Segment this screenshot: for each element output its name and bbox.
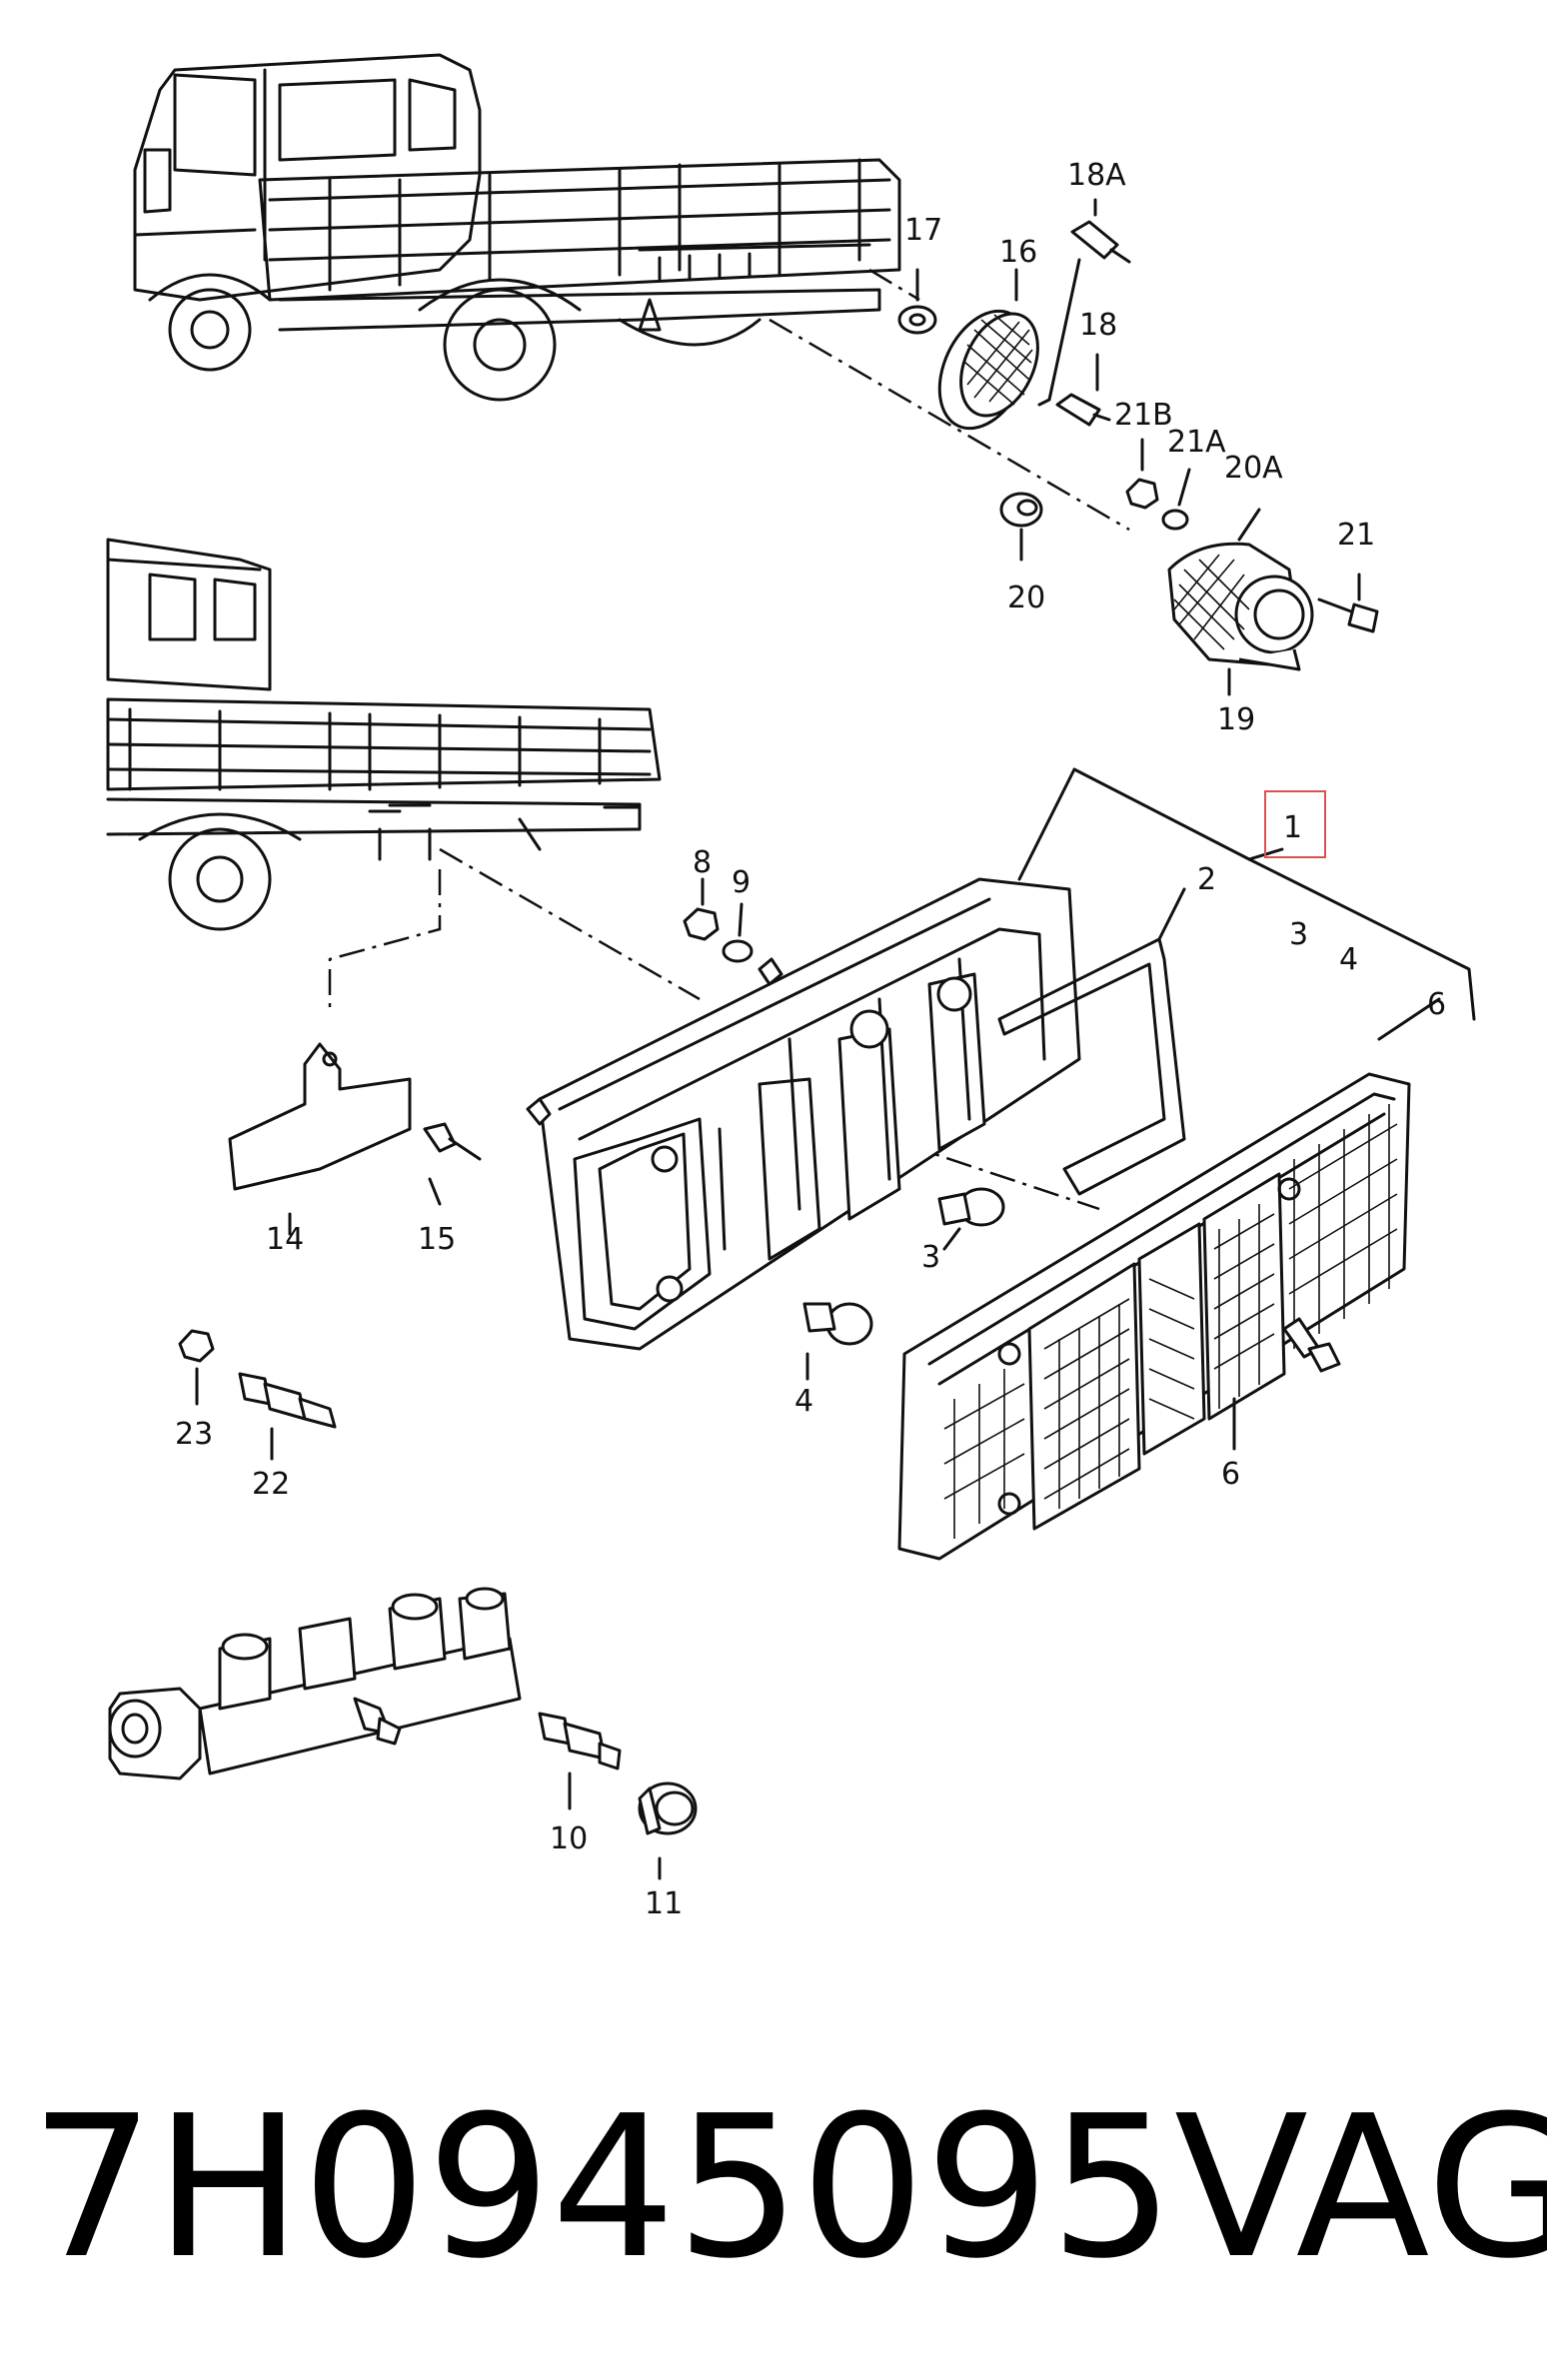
grommet-part-20 <box>999 492 1043 562</box>
callout-label: 19 <box>1217 702 1255 737</box>
callout-label: 8 <box>693 845 712 880</box>
bolt-part-15 <box>423 1122 482 1206</box>
leader-line <box>769 318 1130 532</box>
tail-lamp-housing <box>526 877 1081 1351</box>
callout-label: 18 <box>1079 308 1117 343</box>
callout-label-highlighted: 1 <box>1283 810 1302 845</box>
truck-middle-illustration <box>106 538 662 931</box>
group-bracket-line <box>1017 767 1476 1021</box>
callout-label: 3 <box>921 1240 940 1275</box>
callout-label: 20 <box>1007 581 1045 615</box>
leader-line <box>868 268 920 302</box>
washer-part-21a <box>1161 468 1191 531</box>
leader-line <box>858 1127 1100 1211</box>
callout-label: 21A <box>1167 425 1226 460</box>
callout-label: 22 <box>252 1467 290 1502</box>
cap-part-11 <box>638 1782 698 1880</box>
screw-part-18a <box>1070 198 1131 264</box>
bulb-part-4 <box>802 1302 873 1381</box>
callout-label: 6 <box>1221 1457 1240 1492</box>
callout-label: 4 <box>1339 942 1358 977</box>
switch-part-10 <box>538 1712 622 1810</box>
brake-master-cylinder <box>108 1587 522 1781</box>
callout-label: 14 <box>266 1222 304 1257</box>
nut-part-21b <box>1125 438 1159 510</box>
washer-part-17 <box>897 268 937 335</box>
callout-label: 2 <box>1197 862 1216 897</box>
reflector-part-16 <box>937 268 1039 431</box>
callout-label: 17 <box>904 213 942 248</box>
gasket-part-2 <box>997 887 1186 1196</box>
leader-line <box>439 847 701 1001</box>
round-lamp-part-19 <box>1167 508 1314 696</box>
callout-label: 10 <box>550 1821 588 1856</box>
bracket-line <box>1037 258 1081 407</box>
part-caption: 7H0945095 VAG <box>30 2074 1547 2302</box>
part-number: 7H0945095 <box>30 2074 1174 2302</box>
truck-top-illustration <box>133 53 901 402</box>
callout-label: 3 <box>1289 917 1308 952</box>
callout-label: 4 <box>794 1384 813 1419</box>
callout-label: 23 <box>175 1417 213 1452</box>
leader-line <box>328 869 442 1009</box>
washer-part-9 <box>722 902 754 963</box>
callout-label: 15 <box>418 1222 456 1257</box>
callout-label: 9 <box>732 865 751 900</box>
mounting-plate-part-14 <box>228 1042 412 1236</box>
callout-label: 11 <box>645 1886 683 1921</box>
switch-part-22 <box>238 1372 337 1461</box>
nut-part-23 <box>178 1329 215 1406</box>
callout-label: 21B <box>1114 398 1173 433</box>
bulb-part-3 <box>937 1187 1005 1251</box>
highlight-box <box>1264 790 1326 858</box>
callout-label: 16 <box>999 235 1037 270</box>
callout-label: 6 <box>1427 987 1446 1022</box>
brand-name: VAG <box>1174 2074 1547 2302</box>
nut-part-8 <box>683 877 720 941</box>
callout-label: 20A <box>1224 451 1283 486</box>
callout-label: 18A <box>1067 158 1126 193</box>
lens-screw <box>1232 1317 1341 1451</box>
callout-label: 21 <box>1337 518 1375 553</box>
bolt-part-21 <box>1317 573 1379 633</box>
screw-part-18 <box>1055 353 1111 427</box>
lamp-lens-part-6 <box>897 997 1441 1561</box>
